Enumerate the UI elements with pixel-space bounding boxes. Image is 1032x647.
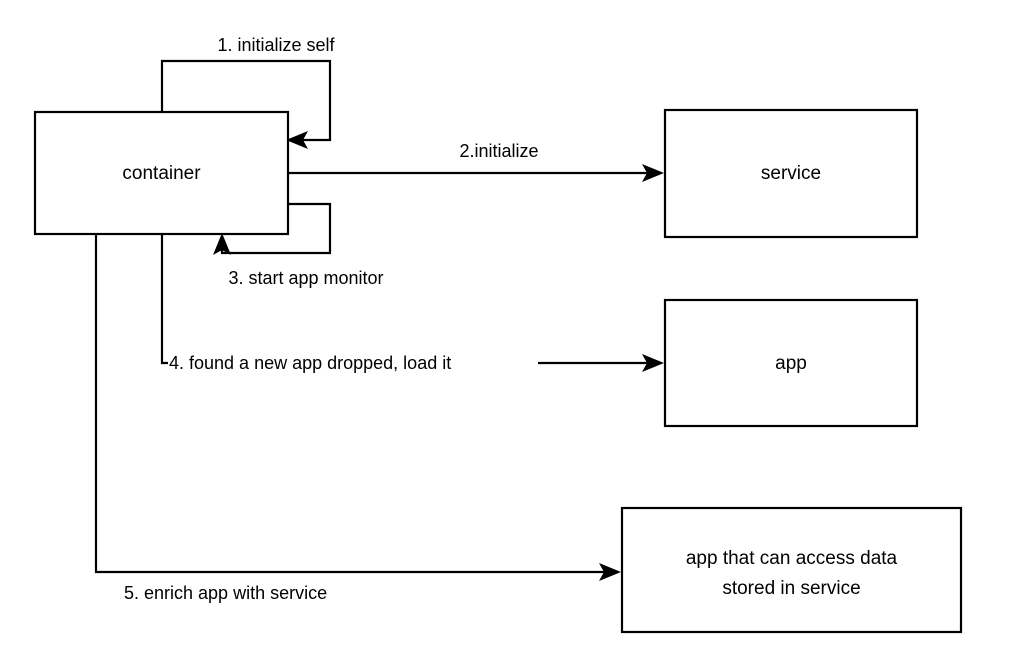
edge-1-initialize-self <box>160 59 332 149</box>
edge-2-initialize <box>288 164 664 182</box>
app-label: app <box>775 353 807 374</box>
edge-2-label: 2.initialize <box>459 141 538 161</box>
edge-5-path <box>94 234 606 574</box>
node-container[interactable]: container <box>33 110 290 236</box>
node-service[interactable]: service <box>663 108 919 239</box>
enriched-app-label-line2: stored in service <box>722 578 860 599</box>
edge-3-label: 3. start app monitor <box>228 268 383 288</box>
edge-5-arrowhead <box>599 563 621 581</box>
edge-4-label: 4. found a new app dropped, load it <box>169 353 451 373</box>
app-box[interactable] <box>663 298 919 428</box>
node-app[interactable]: app <box>663 298 919 428</box>
enriched-app-box[interactable] <box>620 506 963 634</box>
edge-1-label: 1. initialize self <box>217 35 335 55</box>
edge-4-label-group: 4. found a new app dropped, load it <box>168 350 538 376</box>
edge-3-path <box>220 202 332 255</box>
edge-1-arrowhead <box>286 131 308 149</box>
edge-2-arrowhead <box>642 164 664 182</box>
edge-1-path <box>160 59 332 142</box>
edge-5-enrich-app <box>94 234 621 581</box>
service-box[interactable] <box>663 108 919 239</box>
edge-3-arrowhead <box>213 233 231 255</box>
edge-3-start-app-monitor <box>213 202 332 255</box>
edge-4-label-backdrop <box>168 350 538 376</box>
enriched-app-label-line1: app that can access data <box>686 548 898 569</box>
service-label: service <box>761 163 821 184</box>
container-label: container <box>122 163 201 184</box>
container-box[interactable] <box>33 110 290 236</box>
edge-5-label: 5. enrich app with service <box>124 583 327 603</box>
node-enriched-app[interactable]: app that can access data stored in servi… <box>620 506 963 634</box>
edge-4-arrowhead <box>642 354 664 372</box>
